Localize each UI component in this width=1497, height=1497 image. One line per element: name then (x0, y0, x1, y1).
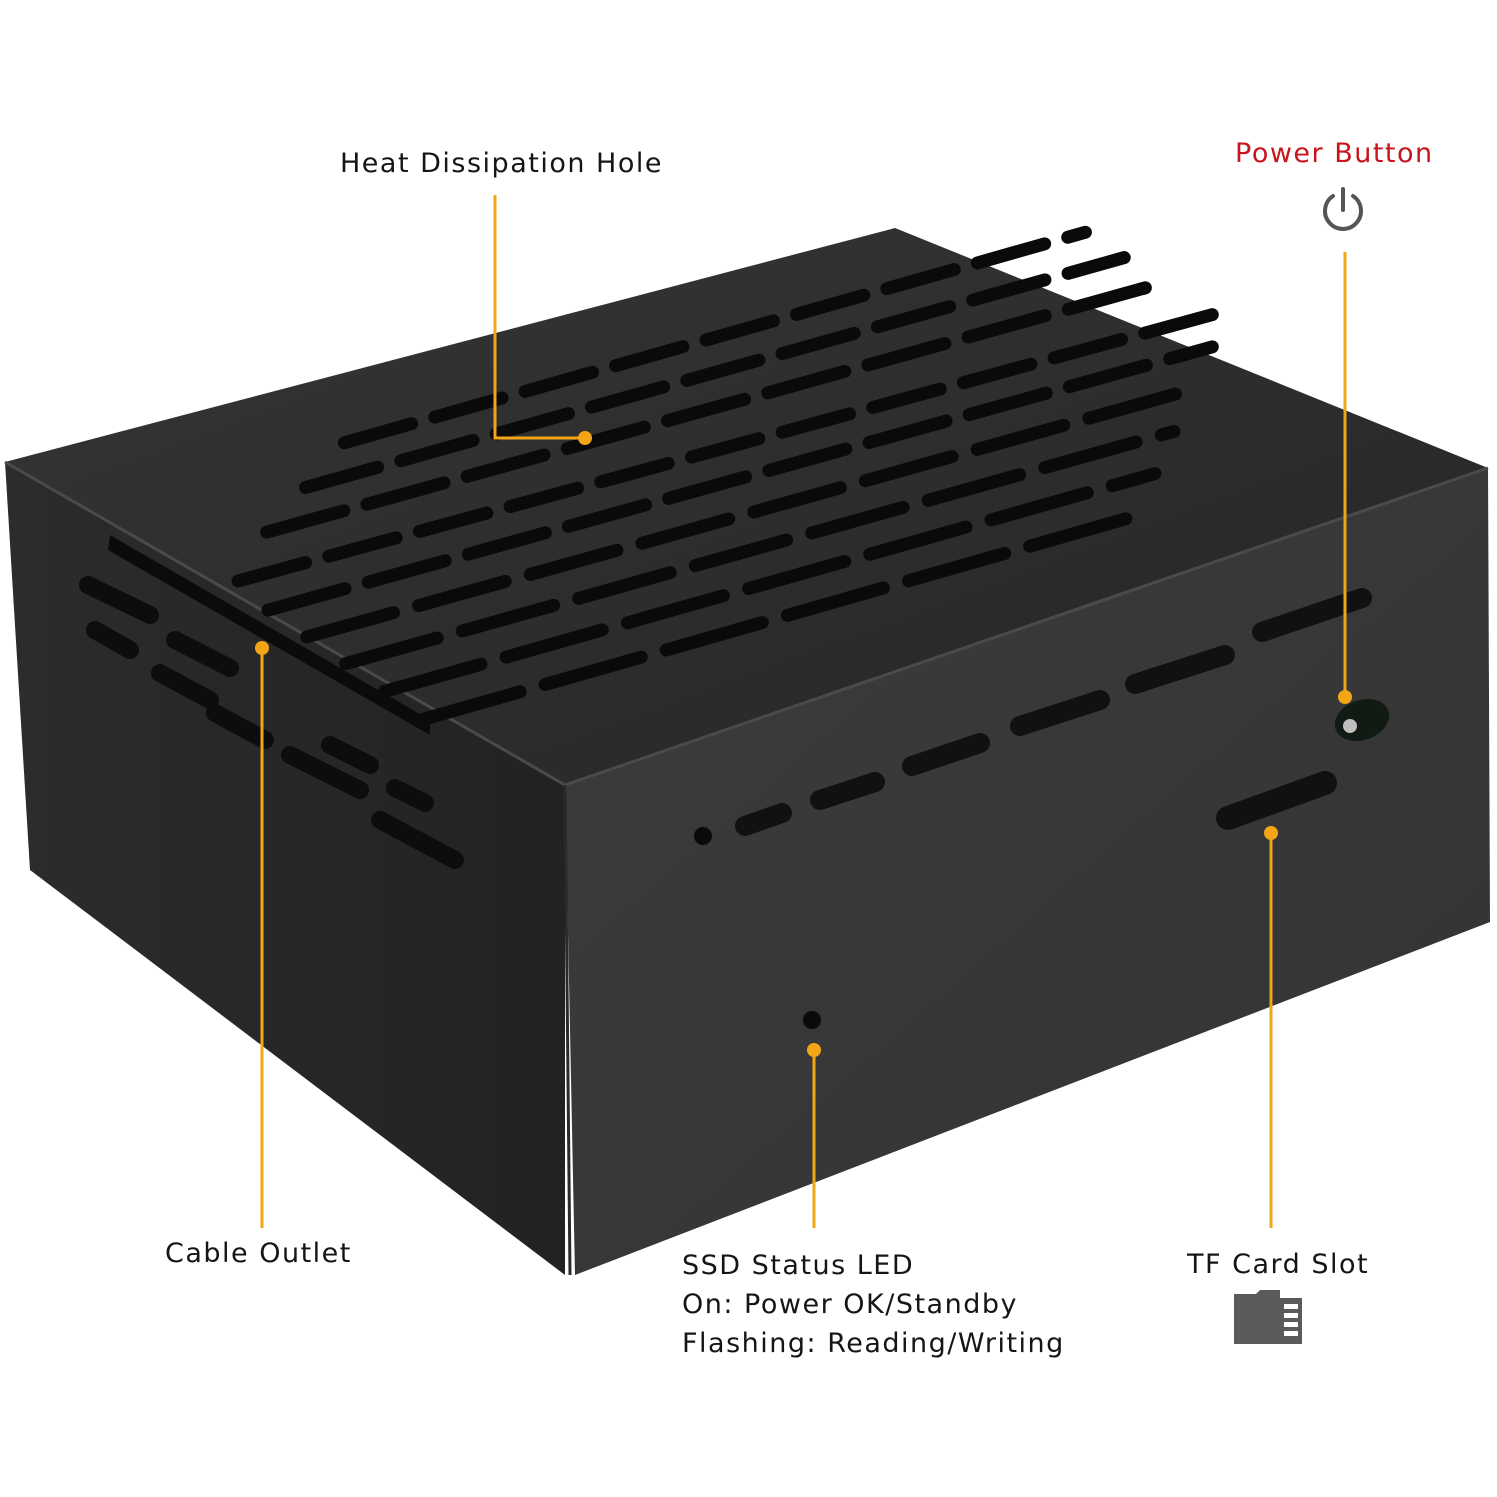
case-front-face (565, 468, 1490, 1275)
leader-dots (255, 431, 1352, 1057)
case-side-face (5, 462, 565, 1275)
tf-card-slot-label: TF Card Slot (1187, 1249, 1370, 1280)
front-vents (735, 588, 1372, 836)
leader-lines (260, 195, 1347, 1228)
side-vents (79, 576, 464, 869)
ssd-led-title: SSD Status LED (682, 1250, 915, 1281)
power-icon (1323, 187, 1363, 231)
ssd-status-led-caption: SSD Status LED On: Power OK/Standby Flas… (682, 1246, 1065, 1363)
ssd-led-flashing-state: Flashing: Reading/Writing (682, 1328, 1065, 1359)
heat-dissipation-label: Heat Dissipation Hole (340, 148, 663, 179)
micro-sd-card-icon (1234, 1290, 1302, 1344)
ssd-led-on-state: On: Power OK/Standby (682, 1289, 1018, 1320)
heat-dissipation-vents (231, 225, 1229, 726)
cable-outlet-label: Cable Outlet (165, 1238, 352, 1269)
cable-outlet-slot (108, 535, 430, 735)
power-button-label: Power Button (1235, 138, 1434, 169)
